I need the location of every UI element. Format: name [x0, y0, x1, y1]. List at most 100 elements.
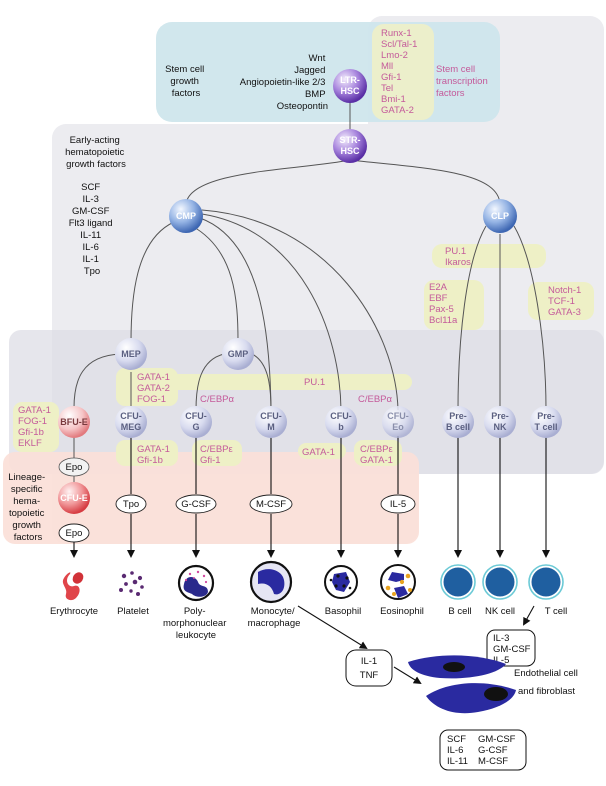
basophil-icon	[324, 565, 358, 599]
tag-tpo: Tpo	[115, 494, 147, 514]
node-pre-t: Pre-T cell	[530, 406, 562, 438]
endothelial-fibroblast-label: Endothelial cell and fibroblast	[514, 668, 581, 697]
node-cfu-b: CFU-b	[325, 406, 357, 438]
clp-tf-band	[432, 244, 546, 268]
label-t-cell: T cell	[545, 606, 568, 617]
erythrocyte-icon	[62, 572, 84, 601]
svg-text:M-CSF: M-CSF	[256, 499, 286, 510]
maturation-arrows	[70, 436, 550, 752]
svg-text:Pre-T cell: Pre-T cell	[534, 411, 557, 432]
platelet-icon	[119, 571, 144, 596]
stem-tf-band	[372, 24, 434, 120]
node-pre-nk: Pre-NK	[484, 406, 516, 438]
label-polymorphonuclear: Poly- morphonuclear leukocyte	[163, 606, 229, 641]
b-gata-band	[298, 443, 346, 459]
svg-text:LTR-HSC: LTR-HSC	[340, 75, 360, 96]
svg-text:Epo: Epo	[66, 462, 83, 473]
g-tf-text: C/EBPε Gfi-1	[200, 444, 235, 466]
clp-tf-text: PU.1 Ikaros	[445, 246, 471, 268]
node-pre-b: Pre-B cell	[442, 406, 474, 438]
eosinophil-icon	[380, 564, 416, 600]
nk-cell-icon	[482, 564, 518, 600]
label-erythrocyte: Erythrocyte	[50, 606, 98, 617]
label-basophil: Basophil	[325, 606, 361, 617]
node-clp: CLP	[483, 199, 517, 233]
svg-text:GMP: GMP	[228, 349, 249, 359]
svg-text:G-CSF: G-CSF	[181, 499, 211, 510]
label-eosinophil: Eosinophil	[380, 606, 424, 617]
node-ltr-hsc: LTR-HSC	[333, 69, 367, 103]
svg-text:Epo: Epo	[66, 528, 83, 539]
svg-text:Tpo: Tpo	[123, 499, 139, 510]
stem-tf-list: Runx-1 Scl/Tal-1 Lmo-2 Mll Gfi-1 Tel Bmi…	[381, 28, 420, 116]
stem-cell-factor-list: Wnt Jagged Angiopoietin-like 2/3 BMP Ost…	[240, 53, 328, 112]
tag-il-5: IL-5	[380, 494, 416, 514]
t-lineage-tf-text: Notch-1 TCF-1 GATA-3	[548, 285, 584, 318]
b-lineage-tf-text: E2A EBF Pax-5 Bcl11a	[429, 282, 458, 326]
svg-text:CFU-E: CFU-E	[60, 493, 88, 503]
g-tf-band	[192, 440, 242, 466]
node-cfu-eo: CFU-Eo	[382, 406, 414, 438]
b-tf-band	[424, 280, 484, 330]
svg-text:STR-HSC: STR-HSC	[340, 135, 361, 156]
b-cell-icon	[440, 564, 476, 600]
label-platelet: Platelet	[117, 606, 149, 617]
cebpa-eo-text: C/EBPα	[358, 394, 393, 405]
lineage-specific-title: Lineage- specific hema- topoietic growth…	[8, 472, 48, 543]
stem-cell-transcription-title: Stem cell transcription factors	[436, 64, 490, 99]
svg-text:CFU-Eo: CFU-Eo	[387, 411, 409, 432]
label-nk-cell: NK cell	[485, 606, 515, 617]
svg-text:CFU-MEG: CFU-MEG	[120, 411, 142, 432]
svg-text:CFU-M: CFU-M	[260, 411, 282, 432]
node-str-hsc: STR-HSC	[333, 129, 367, 163]
eo-tf-band	[354, 440, 402, 466]
endothelial-cell-icon	[408, 655, 506, 679]
pu1-band	[170, 374, 412, 390]
mep-tf-text: GATA-1 GATA-2 FOG-1	[137, 372, 173, 405]
svg-text:BFU-E: BFU-E	[60, 417, 88, 427]
t-cell-icon	[528, 564, 564, 600]
tag-epo-top: Epo	[58, 457, 90, 477]
stem-cell-growth-factors-title: Stem cell growth factors	[165, 64, 207, 99]
early-factor-list: SCF IL-3 GM-CSF Flt3 ligand IL-11 IL-6 I…	[69, 182, 115, 277]
svg-text:CFU-G: CFU-G	[185, 411, 207, 432]
node-cfu-m: CFU-M	[255, 406, 287, 438]
pu1-text: PU.1	[304, 377, 325, 388]
node-cfu-g: CFU-G	[180, 406, 212, 438]
node-cmp: CMP	[169, 199, 203, 233]
label-monocyte: Monocyte/ macrophage	[248, 606, 301, 629]
node-cfu-e: CFU-E	[58, 482, 90, 514]
tag-m-csf: M-CSF	[249, 494, 293, 514]
fibroblast-icon	[426, 683, 516, 714]
monocyte-macrophage-icon	[249, 560, 293, 604]
tag-g-csf: G-CSF	[175, 494, 217, 514]
committed-progenitor-region	[9, 330, 604, 474]
tag-epo-bottom: Epo	[58, 523, 90, 543]
label-b-cell: B cell	[448, 606, 471, 617]
svg-text:IL-5: IL-5	[390, 499, 406, 510]
svg-text:Pre-B cell: Pre-B cell	[446, 411, 470, 432]
early-acting-title: Early-acting hematopoietic growth factor…	[65, 135, 127, 170]
bfu-tf-text: GATA-1 FOG-1 Gfi-1b EKLF	[18, 405, 54, 449]
node-mep: MEP	[115, 338, 147, 370]
node-gmp: GMP	[222, 338, 254, 370]
eo-tf-text: C/EBPε GATA-1	[360, 444, 395, 466]
b-tf-text: GATA-1	[302, 447, 335, 458]
node-bfu-e: BFU-E	[58, 406, 90, 438]
lineage-connectors	[73, 100, 547, 486]
svg-text:MEP: MEP	[121, 349, 141, 359]
svg-text:CFU-b: CFU-b	[330, 411, 352, 432]
node-cfu-meg: CFU-MEG	[115, 406, 147, 438]
svg-text:CLP: CLP	[491, 211, 509, 221]
svg-text:CMP: CMP	[176, 211, 196, 221]
meg-tf-text: GATA-1 Gfi-1b	[137, 444, 173, 466]
bfu-tf-band	[13, 402, 59, 452]
t-tf-band	[528, 282, 594, 320]
